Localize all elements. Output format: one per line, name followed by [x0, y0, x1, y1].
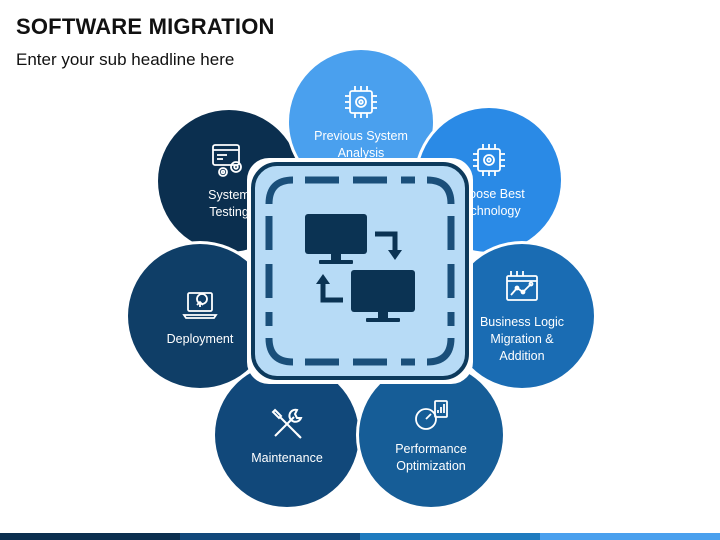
chip-gear-icon [473, 144, 505, 176]
page-subtitle: Enter your sub headline here [16, 50, 235, 69]
chip-gear-icon [345, 86, 377, 118]
page-title: SOFTWARE MIGRATION [16, 14, 275, 39]
center-panel [247, 158, 473, 384]
tools-icon [271, 408, 303, 439]
step-label: Deployment [166, 331, 234, 346]
speedometer-chart-icon [415, 400, 448, 430]
step-label: Business Logic Migration & Addition [479, 314, 565, 363]
step-label: System Testing [208, 188, 250, 219]
bottom-accent-bar [0, 533, 720, 540]
bar-segment [0, 533, 180, 540]
step-label: Performance Optimization [395, 442, 467, 473]
step-label: Previous System Analysis [314, 129, 408, 160]
step-business-logic-migration: Business Logic Migration & Addition [450, 244, 594, 388]
bar-segment [540, 533, 720, 540]
step-maintenance: Maintenance [215, 363, 359, 507]
chart-monitor-icon [506, 270, 538, 301]
step-performance-optimization: Performance Optimization [359, 363, 503, 507]
laptop-upload-icon [182, 291, 218, 319]
bar-segment [360, 533, 540, 540]
step-label: Maintenance [251, 450, 323, 465]
bar-segment [180, 533, 360, 540]
browser-gears-icon [212, 144, 242, 177]
computer-transfer-icon [251, 162, 469, 380]
